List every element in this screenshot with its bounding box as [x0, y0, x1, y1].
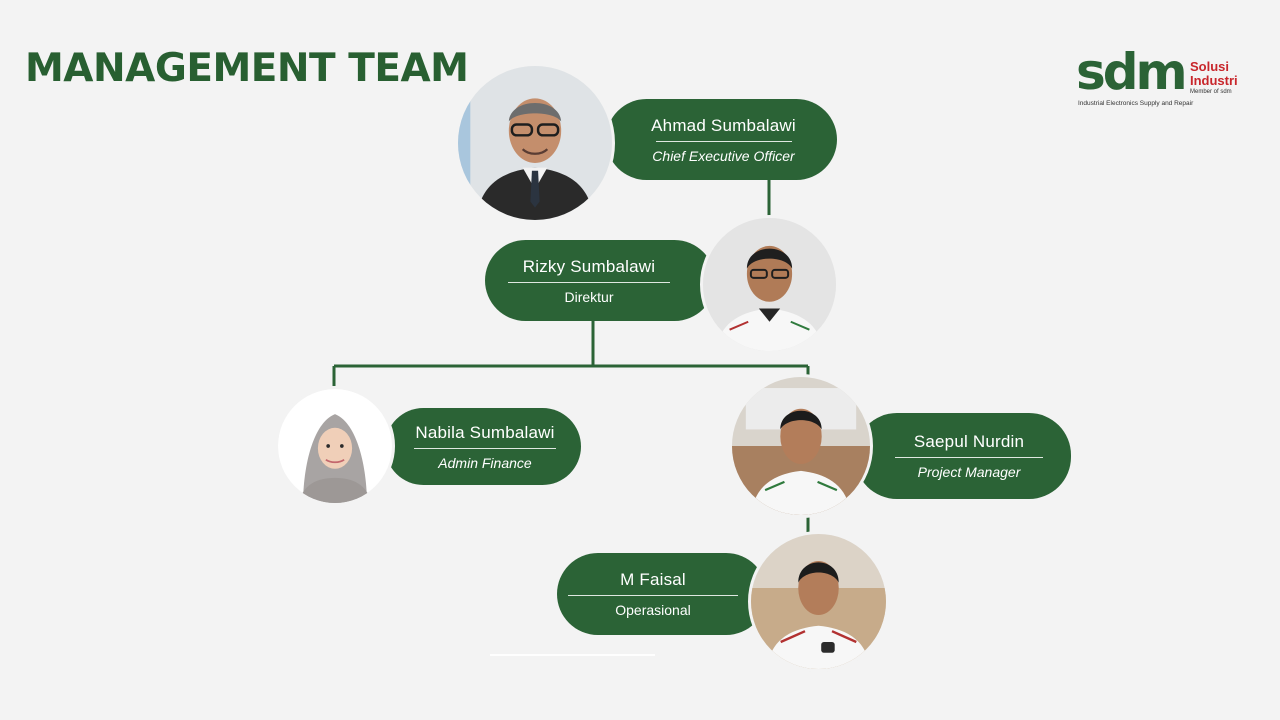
person-portrait-icon — [751, 534, 886, 669]
member-card-finance: Nabila Sumbalawi Admin Finance — [385, 408, 581, 485]
member-name: Saepul Nurdin — [913, 432, 1025, 451]
page-title: MANAGEMENT TEAM — [25, 46, 469, 91]
member-card-pm: Saepul Nurdin Project Manager — [855, 413, 1071, 499]
member-photo-finance — [275, 386, 395, 506]
name-divider — [508, 281, 670, 283]
member-card-ops: M Faisal Operasional — [557, 553, 767, 635]
logo-name-line2: Industri — [1190, 73, 1238, 88]
decorative-divider — [490, 654, 655, 656]
person-portrait-icon — [703, 218, 836, 351]
member-card-direktur: Rizky Sumbalawi Direktur — [485, 240, 715, 321]
name-divider — [568, 595, 738, 596]
member-role: Direktur — [564, 288, 614, 305]
member-role: Admin Finance — [438, 454, 532, 471]
member-role: Operasional — [615, 602, 691, 618]
member-name: Nabila Sumbalawi — [415, 422, 555, 442]
member-name: Ahmad Sumbalawi — [651, 115, 796, 135]
name-divider — [895, 457, 1043, 458]
member-photo-ceo — [455, 63, 615, 223]
company-logo: sdm Solusi Industri Member of sdm Indust… — [1076, 44, 1256, 114]
member-name: M Faisal — [620, 570, 686, 589]
logo-name-line1: Solusi — [1190, 59, 1230, 74]
logo-tagline: Industrial Electronics Supply and Repair — [1078, 100, 1194, 107]
person-portrait-icon — [458, 66, 612, 220]
member-role: Project Manager — [917, 464, 1021, 480]
person-portrait-icon — [732, 377, 870, 515]
logo-member-text: Member of sdm — [1190, 89, 1232, 95]
logo-mark: sdm — [1076, 43, 1188, 101]
member-photo-direktur — [700, 215, 839, 354]
member-role: Chief Executive Officer — [652, 147, 795, 164]
member-name: Rizky Sumbalawi — [522, 256, 656, 276]
person-portrait-icon — [278, 389, 392, 503]
member-photo-ops — [748, 531, 889, 672]
name-divider — [414, 447, 556, 449]
member-photo-pm — [729, 374, 873, 518]
member-card-ceo: Ahmad Sumbalawi Chief Executive Officer — [606, 99, 837, 180]
name-divider — [655, 140, 792, 142]
